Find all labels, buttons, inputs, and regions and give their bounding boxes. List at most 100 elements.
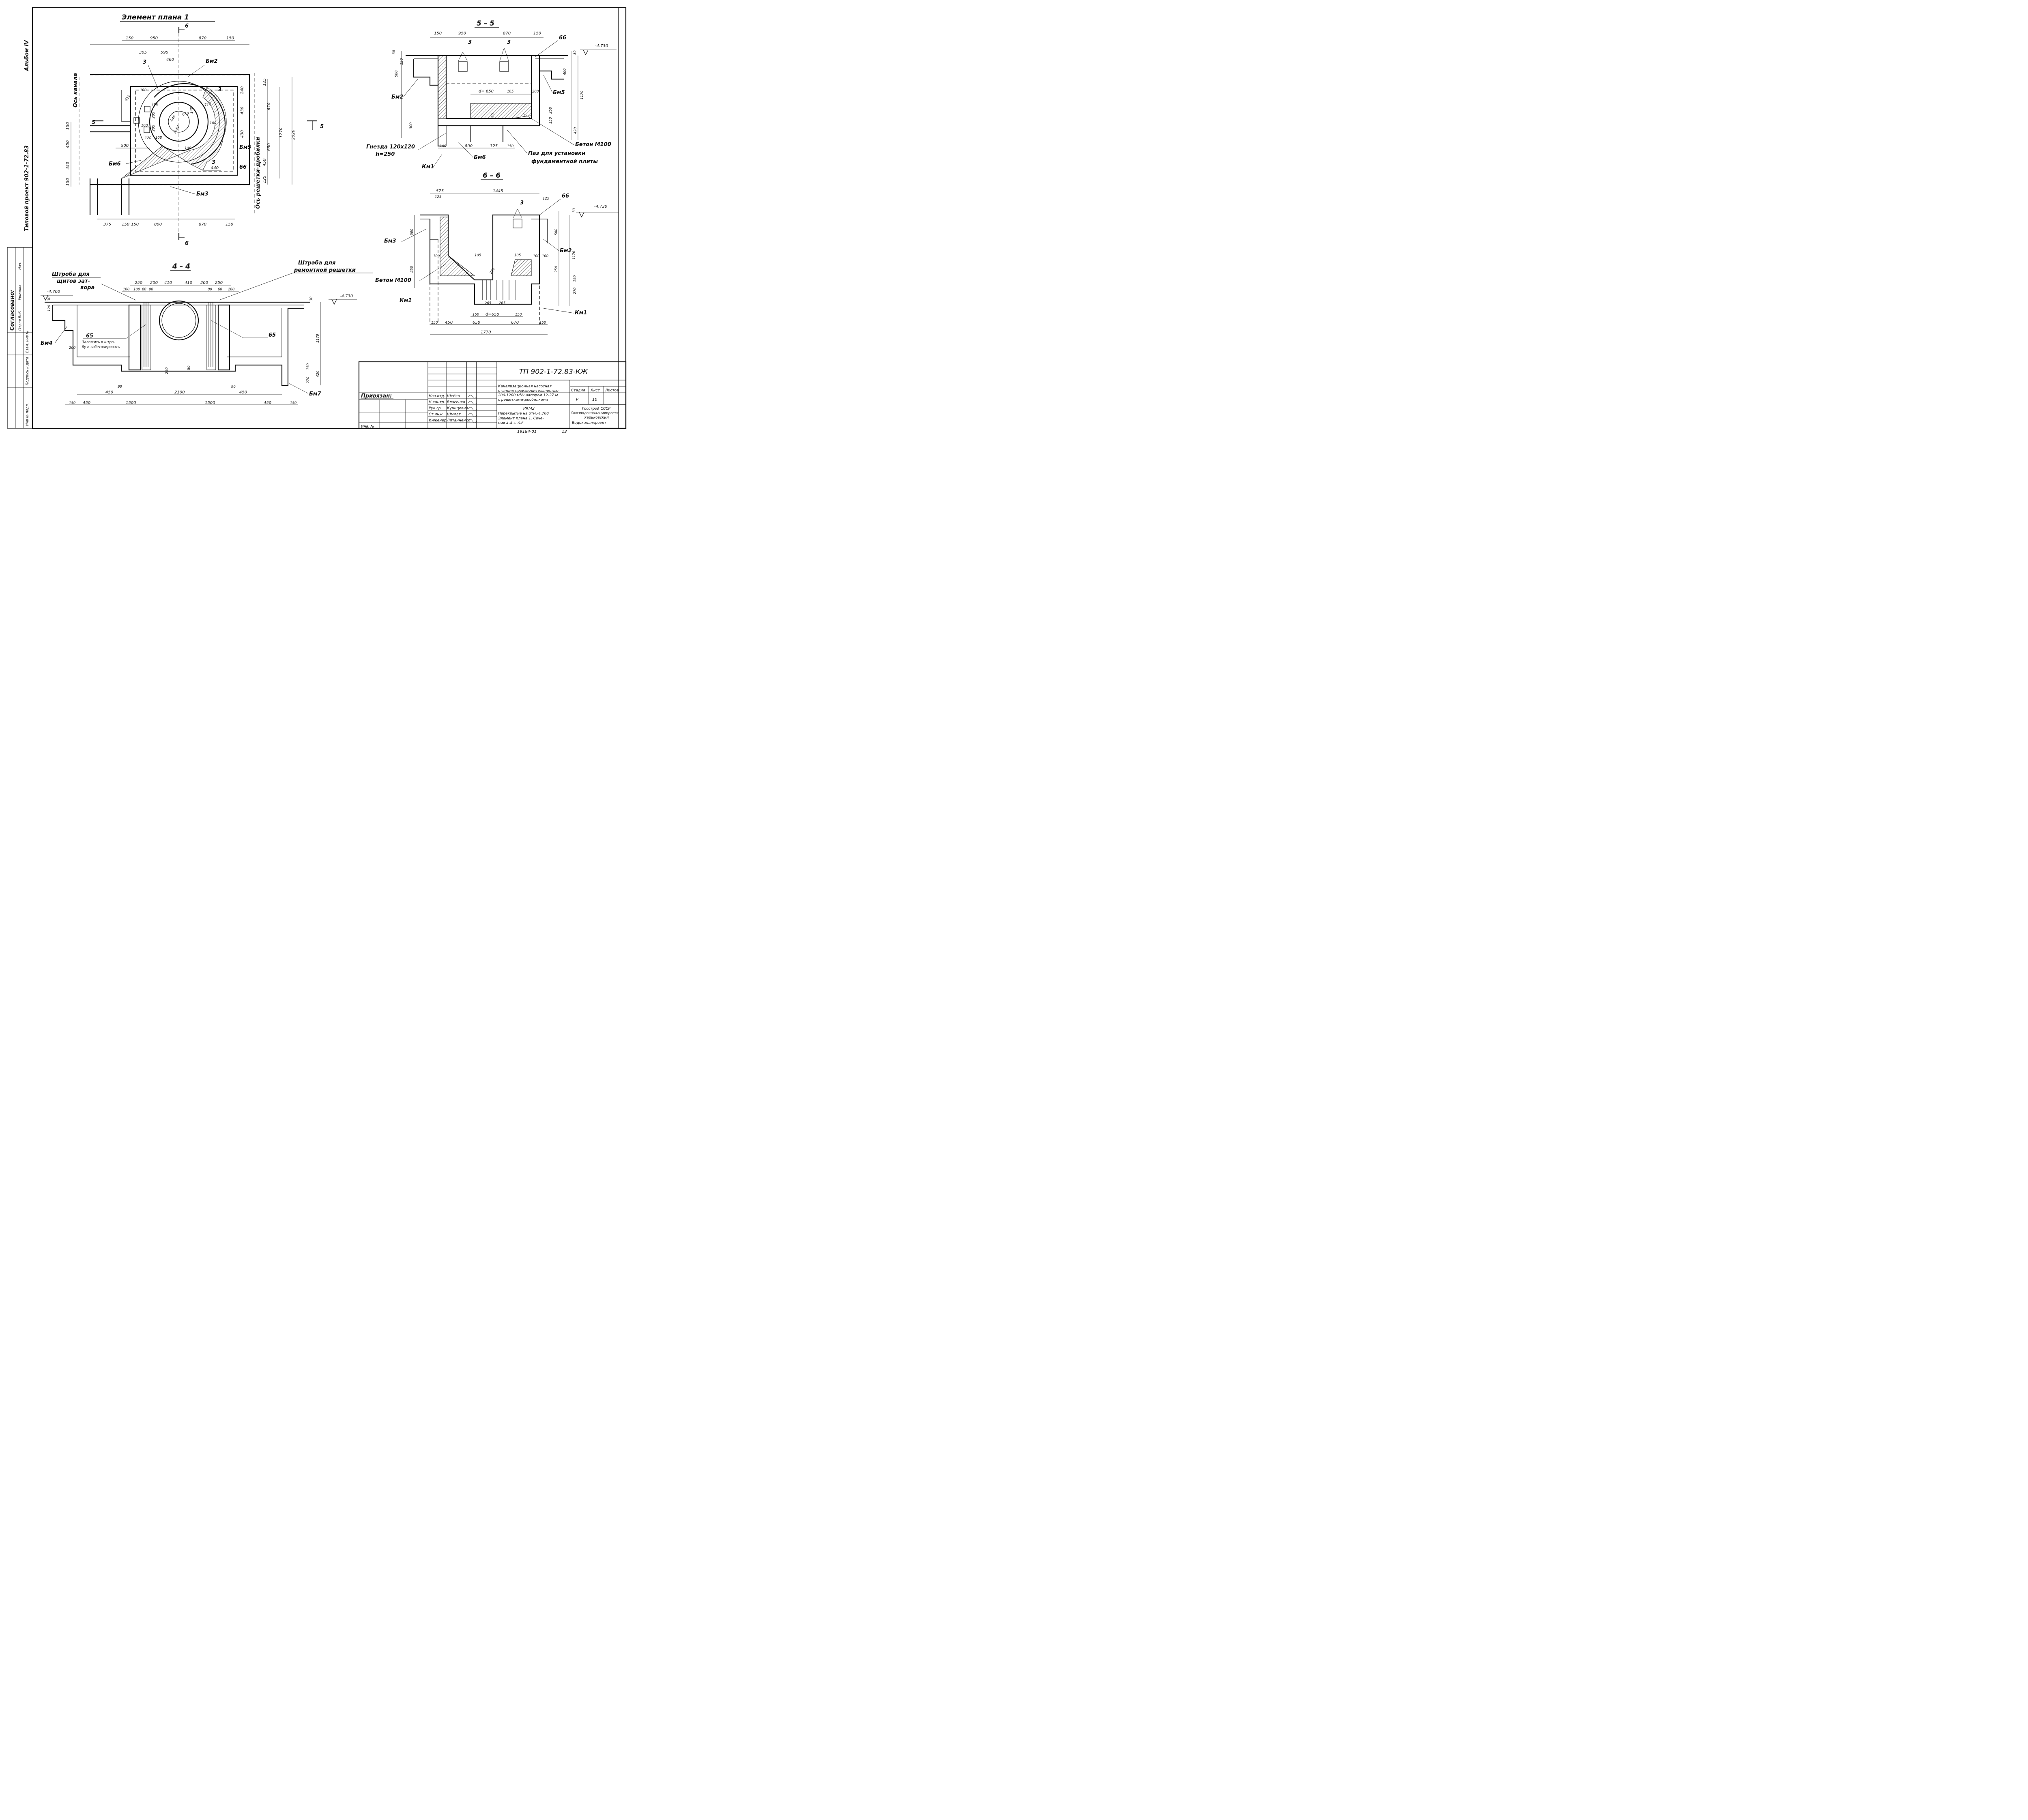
s55-concrete: Бетон М100: [575, 142, 611, 148]
s55-label-3a: 3: [468, 39, 472, 45]
plan-dim-top-1: 950: [150, 36, 158, 41]
s44-label-65-right: 65: [269, 332, 276, 338]
plan-dim-bottom-0: 375: [103, 222, 111, 227]
s55-dim-inner-2: 200: [532, 90, 539, 94]
s44-label-bm7: Бм7: [309, 391, 322, 397]
s55-dim-right-4: 150: [549, 117, 553, 124]
s44-note-gate-0: Штроба для: [52, 271, 90, 277]
stamp-name-4: Литвиненко: [447, 419, 470, 423]
s66-label-3: 3: [520, 200, 524, 206]
s44-dim-right-4: 420: [316, 371, 320, 377]
s66-dim-top-2: 125: [435, 195, 441, 199]
s55-label-bm5: Бм5: [553, 90, 565, 96]
s55-dim-inner-1: 105: [507, 90, 513, 94]
stamp-sheet: 10: [592, 398, 597, 402]
plan-dim-right-5: 125: [262, 176, 267, 183]
s66-total: 1770: [481, 330, 491, 335]
plan-dim-top-2: 870: [199, 36, 206, 41]
s44-title: 4 – 4: [172, 262, 190, 271]
plan-dim-misc-7: 140: [190, 107, 194, 114]
s66-label-66: 66: [562, 193, 569, 199]
stamp-sheets-label: Листов: [605, 389, 619, 393]
section-4-4: 4 – 4 Штроба для щитов зат- вора Штраба …: [41, 260, 373, 405]
s44-dim-bottom2-3: 1500: [205, 401, 215, 405]
s66-dim-bottom-0: 150: [431, 321, 438, 325]
signatures: [468, 395, 477, 423]
sheet-frame: [32, 6, 627, 429]
s66-dim-bottom-3: 670: [511, 320, 519, 325]
s44-dim-top2-2: 60: [142, 288, 146, 292]
s66-dim-inner-3: 100: [533, 254, 539, 258]
s55-dim-bottom-0: 100: [440, 144, 446, 148]
s44-dim-bottom1-2: 450: [239, 390, 247, 395]
plan-dim-inner-0: 305: [139, 50, 147, 55]
plan-axis-grate: Ось решетки-дробилки: [255, 137, 261, 209]
section-5-5: 5 – 5 3 3 150 950 870 150 d= 650 105 20: [366, 19, 617, 170]
s44-dim-top-1: 200: [150, 281, 158, 285]
s55-dim-left-1: 120: [400, 58, 404, 65]
s55-dim-top-1: 950: [458, 31, 466, 36]
strip-sign: Подпись и дата: [26, 357, 30, 385]
plan-dim-misc-9: 140: [170, 115, 177, 122]
section-6-6: 6 – 6 3 -4.730 575 1445 125 125 105 105 …: [375, 172, 619, 335]
s55-dim-left-2: 500: [395, 71, 399, 77]
stamp-role-3: Ст.инж.: [429, 413, 444, 417]
s55-dim-bottom-1: 800: [465, 144, 473, 148]
s44-dim-right-2: 150: [306, 363, 310, 370]
s66-dim-left-1: 250: [410, 266, 414, 273]
stamp-stage: Р: [576, 398, 579, 402]
plan-dim-right-outer-2: 1770: [279, 128, 284, 138]
plan-dim-right-outer-1: 650: [267, 143, 271, 151]
plan-dim-misc-15: 440: [211, 166, 219, 170]
s55-label-bm2: Бм2: [391, 94, 404, 100]
s55-label-66: 66: [559, 35, 566, 41]
s55-dim-left-3: 300: [409, 122, 413, 129]
s66-dim-bottom-4: 150: [539, 321, 546, 325]
plan-dim-misc-5: 630: [182, 112, 189, 117]
plan-dim-misc-12: 120: [145, 136, 151, 140]
s66-concrete: Бетон М100: [375, 277, 411, 284]
s55-dim-top-3: 150: [533, 31, 541, 36]
s66-dim-inner-1: 105: [514, 254, 521, 258]
s66-dim-top-1: 1445: [493, 189, 503, 193]
stamp-sheet-title-2: Элемент плана 1. Сече-: [498, 417, 544, 421]
approval-strip: Согласовано: Отдел ВиК Урманов Нач. Инв …: [7, 247, 33, 429]
plan-section-6-bottom: 6: [185, 241, 189, 247]
plan-cut-5-right: 5: [320, 124, 324, 130]
s66-label-km1-right: Км1: [575, 310, 587, 316]
footer-number: 19184-01: [517, 430, 537, 434]
s44-dim-right-0: 30: [309, 297, 314, 301]
plan-label-3a: 3: [143, 59, 146, 65]
plan-dim-misc-2: 205: [152, 112, 156, 118]
plan-dim-right-1: 240: [240, 86, 245, 94]
plan-dim-misc-14: 500: [121, 144, 129, 148]
plan-dim-misc-16: 100: [141, 124, 148, 128]
s55-dim-left-0: 30: [392, 50, 396, 54]
stamp-desc-3: с решетками-дробилками: [498, 398, 548, 402]
plan-label-3c: 3: [212, 159, 215, 165]
s44-note-grate-0: Штраба для: [298, 260, 335, 266]
s44-dim-top-0: 250: [135, 281, 142, 285]
stamp-role-0: Нач.отд.: [429, 394, 445, 398]
s66-dim-inner-8: 150: [473, 313, 479, 317]
s44-label-65-left: 65: [86, 333, 93, 339]
plan-title: Элемент плана 1: [122, 13, 189, 21]
s66-dim-inner-7: 265: [499, 301, 505, 305]
stamp-name-3: Шмидт: [447, 413, 461, 417]
s44-dim-top2-1: 100: [133, 288, 140, 292]
s44-dim-bottom1-1: 2100: [174, 390, 185, 395]
plan-label-bm5: Бм5: [239, 144, 251, 150]
plan-view: Элемент плана 1 6 6 5 5: [66, 13, 324, 247]
s55-level: -4.730: [595, 44, 608, 48]
s44-dim-left-0: 30: [47, 297, 52, 301]
stamp-inv: Инв. №: [361, 425, 374, 429]
stamp-org-1: Союзводоканалниипроект: [571, 411, 619, 415]
s44-dim-bottom1-0: 450: [105, 390, 113, 395]
s44-dim-inner-0: 250: [165, 367, 169, 374]
plan-dim-left-0: 150: [66, 122, 70, 130]
drawing-sheet: Альбом IV Типовой проект 902-1-72.83 Сог…: [7, 6, 627, 434]
stamp-name-1: Власенко: [447, 400, 465, 404]
plan-label-bm3: Бм3: [196, 191, 208, 197]
s44-dim-top-4: 200: [200, 281, 208, 285]
s66-label-km1-left: Км1: [400, 298, 412, 304]
